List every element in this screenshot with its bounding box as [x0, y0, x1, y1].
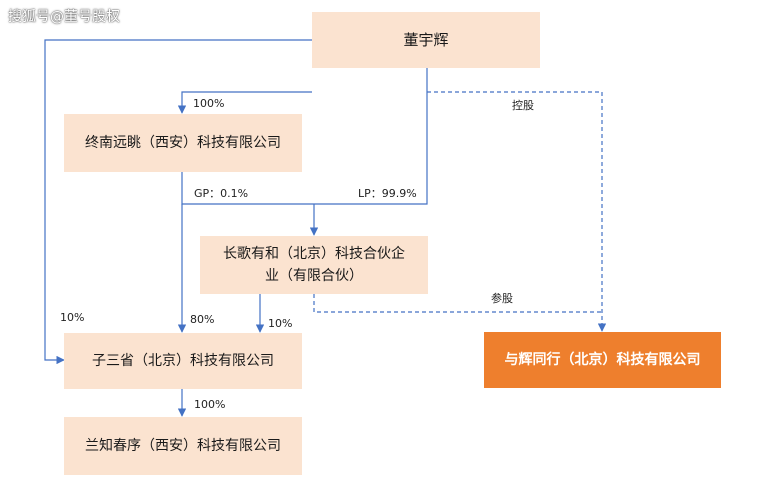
edge-label-zisansheng-to-lanzhi: 100%: [194, 398, 226, 411]
node-lanzhi-chunxu[interactable]: 兰知春序（西安）科技有限公司: [64, 417, 302, 475]
edge-label-dong-to-yuhui-control: 控股: [512, 99, 534, 112]
node-changge-youhe[interactable]: 长歌有和（北京）科技合伙企 业（有限合伙）: [200, 236, 428, 294]
node-zisansheng-label: 子三省（北京）科技有限公司: [92, 353, 274, 369]
node-changge-youhe-line1: 长歌有和（北京）科技合伙企: [223, 246, 405, 262]
node-zhongnan-yuantiao-label: 终南远眺（西安）科技有限公司: [85, 135, 281, 151]
edge-dong-lp-line: [314, 68, 428, 205]
edge-dong-to-yuhui-control: [427, 91, 607, 332]
edge-label-lp: LP：99.9%: [358, 187, 417, 200]
edge-label-changge-to-yuhui: 参股: [491, 292, 513, 305]
node-dong-yuhui[interactable]: 董宇辉: [312, 12, 540, 68]
edge-label-dong-to-zisansheng: 10%: [60, 311, 85, 324]
node-yuhui-tongxing[interactable]: 与辉同行（北京）科技有限公司: [484, 332, 721, 388]
edge-dong-to-zhongnan: [177, 91, 312, 114]
edge-label-dong-to-zhongnan: 100%: [193, 97, 225, 110]
edge-label-zhongnan-to-zisansheng: 80%: [190, 313, 215, 326]
edge-changge-to-yuhui: [313, 294, 602, 313]
node-dong-yuhui-label: 董宇辉: [403, 31, 449, 49]
node-zisansheng[interactable]: 子三省（北京）科技有限公司: [64, 333, 302, 389]
node-changge-youhe-line2: 业（有限合伙）: [265, 268, 363, 284]
node-zhongnan-yuantiao[interactable]: 终南远眺（西安）科技有限公司: [64, 114, 302, 172]
edge-label-gp: GP：0.1%: [194, 187, 249, 200]
node-yuhui-tongxing-label: 与辉同行（北京）科技有限公司: [504, 352, 701, 368]
edge-label-changge-to-zisansheng: 10%: [268, 317, 293, 330]
node-lanzhi-chunxu-label: 兰知春序（西安）科技有限公司: [85, 438, 281, 454]
watermark: 搜狐号@董号股权: [8, 9, 120, 25]
edge-dong-to-zisansheng: [44, 39, 312, 365]
